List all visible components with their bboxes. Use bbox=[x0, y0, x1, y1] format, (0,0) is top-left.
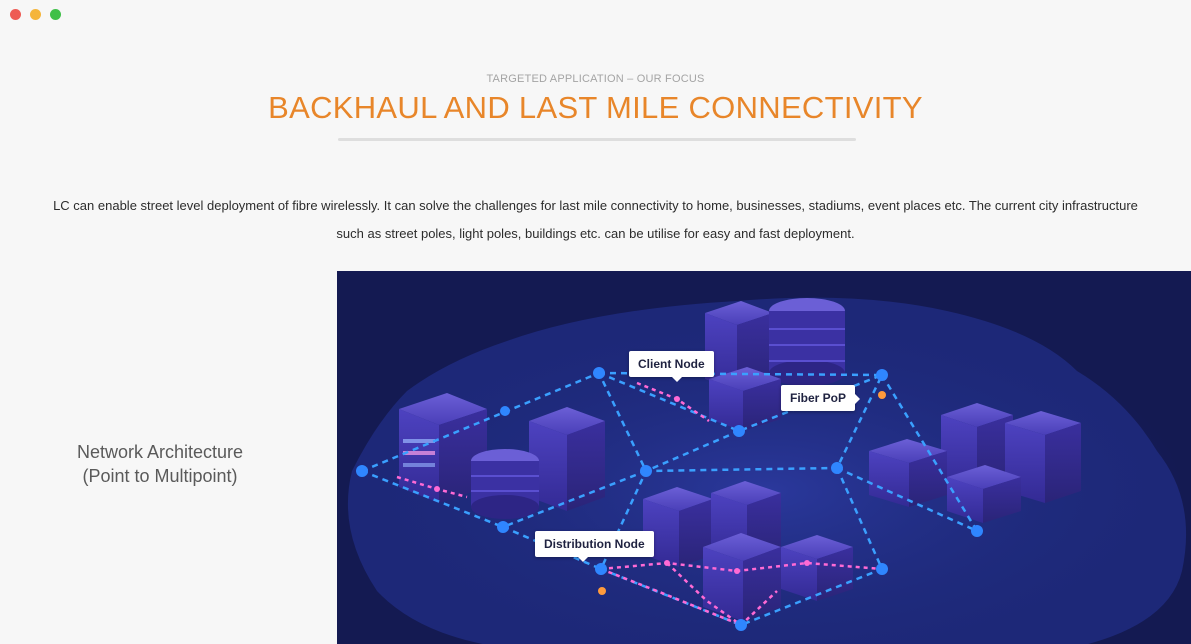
page-title: BACKHAUL AND LAST MILE CONNECTIVITY bbox=[268, 90, 923, 125]
network-nodes bbox=[356, 367, 983, 631]
architecture-label-line2: (Point to Multipoint) bbox=[82, 466, 238, 486]
building-cluster-top bbox=[705, 298, 845, 431]
network-diagram: Client Node Fiber PoP Distribution Node bbox=[337, 271, 1191, 644]
title-divider bbox=[338, 138, 856, 141]
network-diagram-illustration bbox=[347, 297, 1187, 644]
section-eyebrow: TARGETED APPLICATION – OUR FOCUS bbox=[486, 73, 705, 85]
maximize-window-button[interactable] bbox=[50, 9, 61, 20]
distribution-node-callout: Distribution Node bbox=[535, 531, 654, 562]
minimize-window-button[interactable] bbox=[30, 9, 41, 20]
close-window-button[interactable] bbox=[10, 9, 21, 20]
architecture-label-line1: Network Architecture bbox=[76, 442, 244, 462]
building-cluster-left bbox=[399, 393, 605, 519]
architecture-label: Network Architecture (Point to Multipoin… bbox=[40, 440, 280, 488]
client-node-callout: Client Node bbox=[629, 351, 714, 382]
intro-paragraph: LC can enable street level deployment of… bbox=[53, 198, 1138, 241]
fiber-pop-markers bbox=[598, 391, 886, 595]
building-cluster-right bbox=[869, 403, 1081, 523]
client-endpoints bbox=[434, 396, 810, 574]
window-controls bbox=[10, 9, 61, 20]
fiber-pop-callout: Fiber PoP bbox=[781, 385, 861, 411]
ground-glow bbox=[347, 311, 1187, 644]
